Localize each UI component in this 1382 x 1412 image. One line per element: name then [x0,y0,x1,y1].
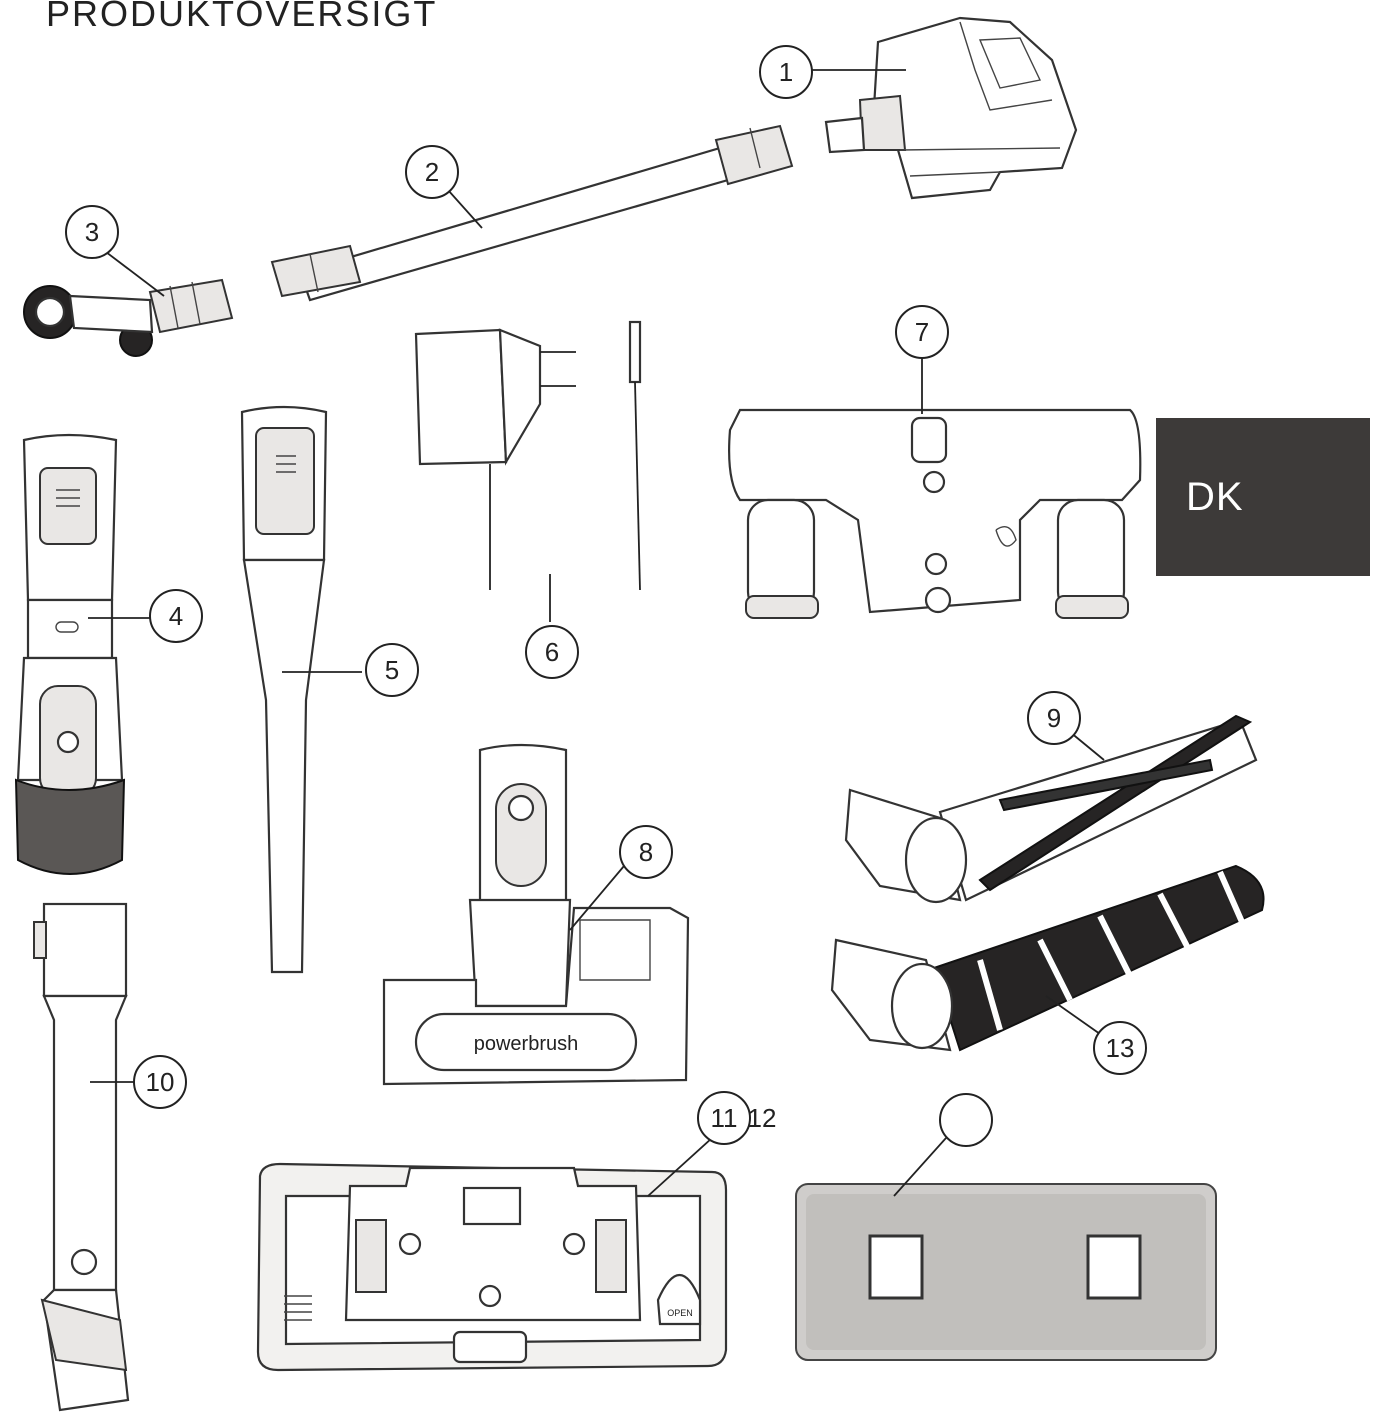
callout-5: 5 [365,643,419,697]
callout-6: 6 [525,625,579,679]
callout-leader-lines [88,69,1105,1197]
callout-blank [939,1093,993,1147]
page-title: PRODUKTOVERSIGT [46,0,438,34]
charger-illustration [414,320,642,591]
svg-text:13: 13 [1106,1033,1135,1063]
main-unit-illustration [824,16,1078,200]
svg-text:11: 11 [711,1103,738,1133]
svg-text:4: 4 [169,601,183,631]
callout-10: 10 [133,1055,187,1109]
dusting-brush-illustration [14,433,126,875]
language-label: DK [1186,474,1244,519]
mop-pad-illustration [795,1183,1217,1361]
svg-text:3: 3 [85,217,99,247]
small-brush-nozzle-illustration [23,278,234,357]
svg-text:8: 8 [639,837,653,867]
callout-8: 8 [619,825,673,879]
svg-text:10: 10 [146,1067,175,1097]
callout-2: 2 [405,145,459,199]
flexible-hose-tool-illustration [33,902,130,1412]
callout-12: 12 [748,1103,777,1133]
callout-4: 4 [149,589,203,643]
svg-text:1: 1 [779,57,793,87]
callout-9: 9 [1027,691,1081,745]
callout-7: 7 [895,305,949,359]
svg-text:5: 5 [385,655,399,685]
callout-13: 13 [1093,1021,1147,1075]
callout-3: 3 [65,205,119,259]
powerbrush-illustration: powerbrush [382,743,690,1086]
crevice-tool-illustration [240,405,328,974]
wall-mount-illustration [728,408,1142,619]
powerbrush-brand-text: powerbrush [474,1033,579,1055]
mop-open-label: OPEN [667,1308,693,1318]
brush-roller-illustration [844,714,1258,904]
callout-11: 11 [697,1091,751,1145]
extension-tube-illustration [270,124,794,302]
svg-text:2: 2 [425,157,439,187]
language-badge: DK [1156,418,1370,576]
svg-text:7: 7 [915,317,929,347]
callout-1: 1 [759,45,813,99]
svg-text:12: 12 [748,1103,777,1133]
svg-text:6: 6 [545,637,559,667]
mop-holder-illustration: OPEN [256,1162,728,1372]
soft-roller-illustration [830,864,1265,1052]
svg-text:9: 9 [1047,703,1061,733]
